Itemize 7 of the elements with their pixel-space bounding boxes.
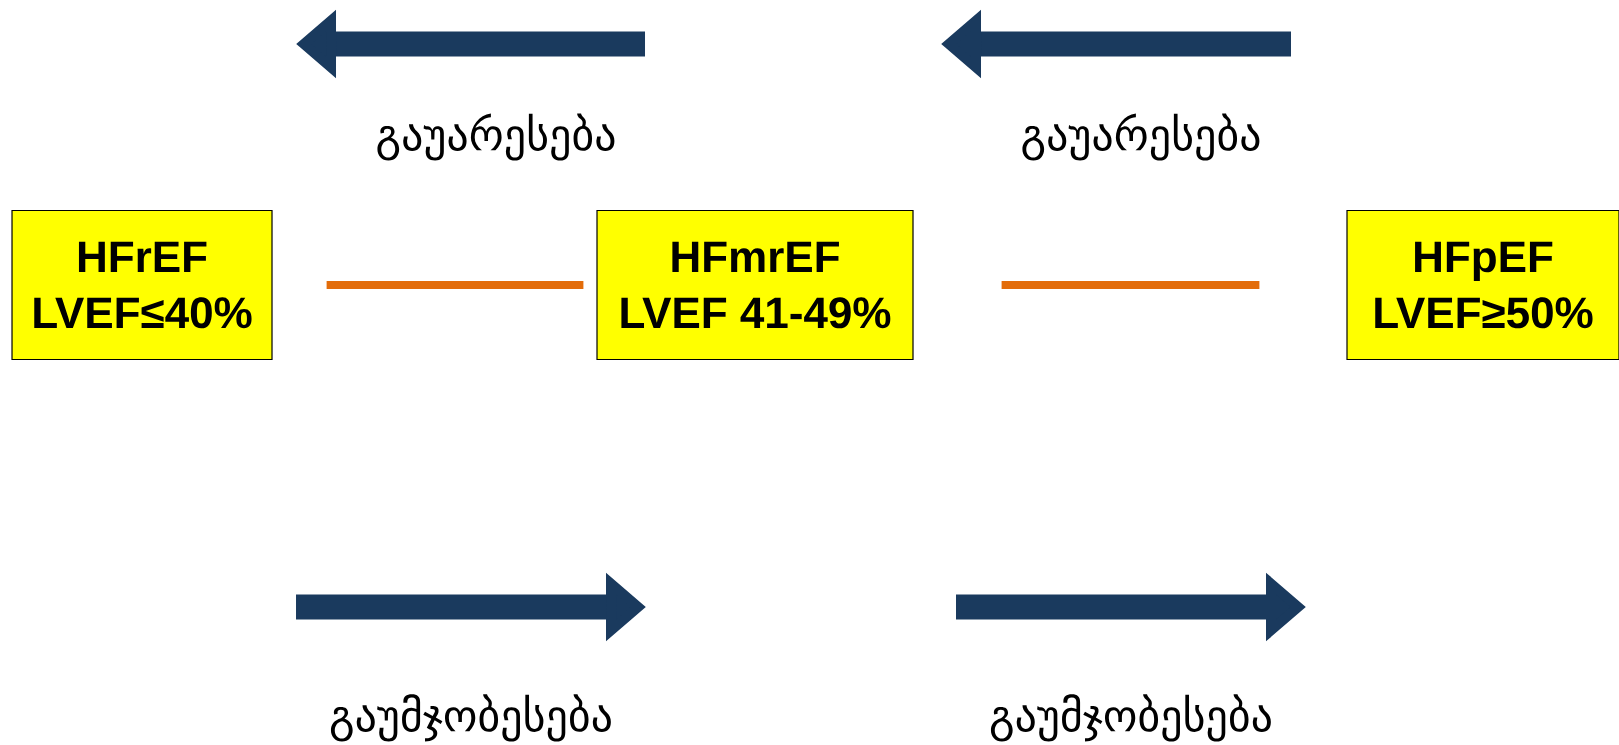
label-box: HFrEF LVEF≤40% [11,209,273,361]
label-box: HFmrEF LVEF 41-49% [596,209,914,361]
arrow-label: გაუმჯობესება [990,694,1271,742]
label-box: HFpEF LVEF≥50% [1346,209,1619,361]
arrow-label: გაუმჯობესება [330,694,611,742]
arrow-label: გაუარესება [1022,113,1260,161]
arrow-label: გაუარესება [377,113,615,161]
